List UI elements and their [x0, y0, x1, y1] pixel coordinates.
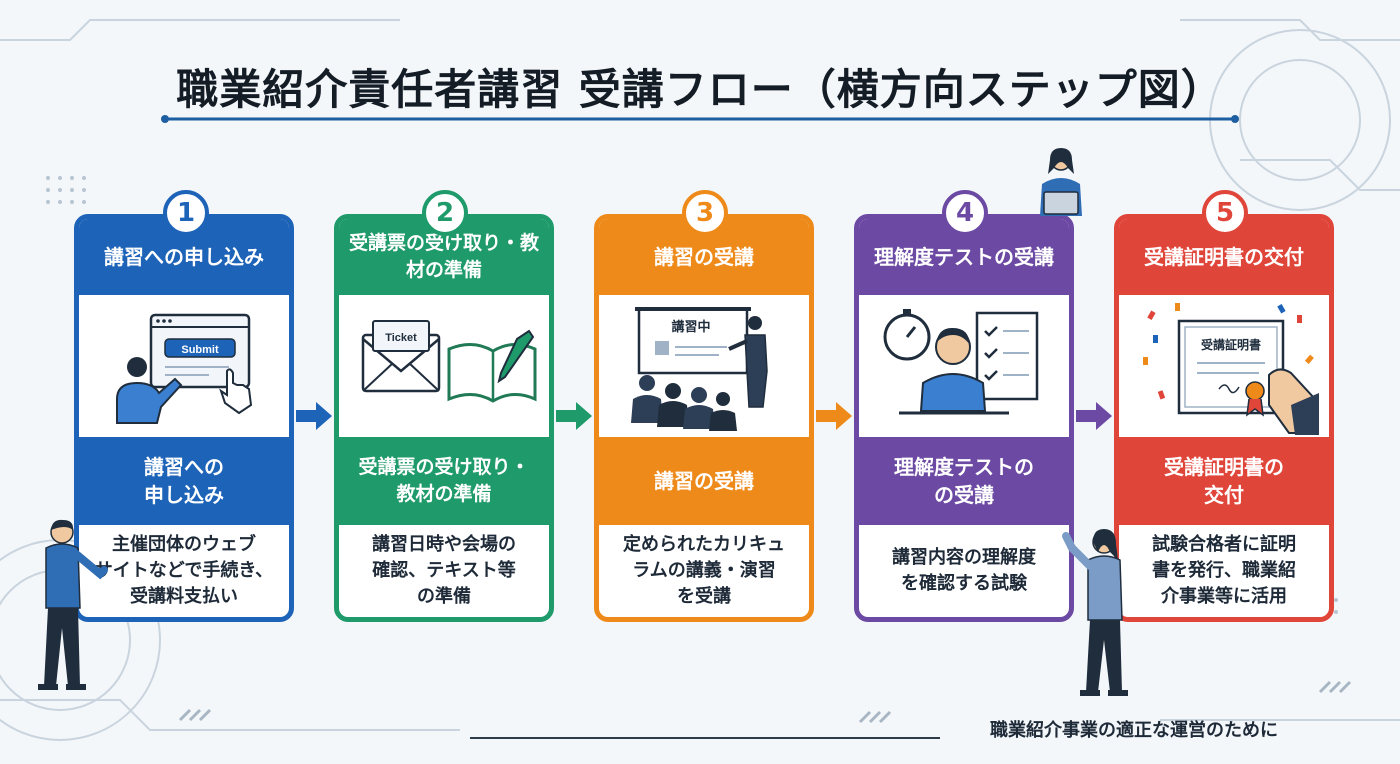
- footer-tagline: 職業紹介事業の適正な運営のために: [990, 720, 1278, 741]
- ticket-text: Ticket: [385, 332, 417, 344]
- pointing-person-illustration: [1062, 529, 1128, 696]
- step-4-subheading: 理解度テストの の受講: [859, 437, 1069, 525]
- step-4-card: 理解度テストの受講 理解度テストの の受講 講習内容の理解度 を確認する試験: [854, 214, 1074, 622]
- step-3-heading: 講習の受講: [599, 219, 809, 295]
- step-4-number-badge: 4: [942, 190, 988, 236]
- step-3-card: 講習の受講 講習中 講習の受講 定められたカリキュ ラムの講義・演習 を受講: [594, 214, 814, 622]
- step-2-subheading: 受講票の受け取り・ 教材の準備: [339, 437, 549, 525]
- step-2-number-badge: 2: [422, 190, 468, 236]
- step-2-description: 講習日時や会場の 確認、テキスト等 の準備: [372, 533, 516, 608]
- step-1-description: 主催団体のウェブ サイトなどで手続き、 受講料支払い: [94, 533, 274, 608]
- certificate-icon: 受講証明書: [1119, 295, 1329, 437]
- arrow-right-icon: [816, 402, 852, 430]
- step-5-subheading: 受講証明書の 交付: [1119, 437, 1329, 525]
- arrow-right-icon: [556, 402, 592, 430]
- page-title: 職業紹介責任者講習 受講フロー（横方向ステップ図）: [176, 65, 1224, 114]
- step-1-number-badge: 1: [163, 190, 209, 236]
- step-1-card: 講習への申し込み Submit 講習への 申し込み 主催団体のウェブ サイトなど…: [74, 214, 294, 622]
- certificate-text: 受講証明書: [1201, 337, 1261, 352]
- step-3-number-badge: 3: [682, 190, 728, 236]
- arrow-right-icon: [1076, 402, 1112, 430]
- step-3-description: 定められたカリキュ ラムの講義・演習 を受講: [623, 533, 785, 608]
- step-5-number-badge: 5: [1202, 190, 1248, 236]
- submit-button-text: Submit: [181, 344, 219, 356]
- step-5-card: 受講証明書の交付 受講証明書 受講証明書の 交付 試験合格者に証明 書を発行、職…: [1114, 214, 1334, 622]
- step-5-heading: 受講証明書の交付: [1119, 219, 1329, 295]
- presenter-person-illustration: [38, 519, 108, 690]
- step-2-card: 受講票の受け取り・教材の準備 Ticket 受講票の受け取り・ 教材の準備 講習…: [334, 214, 554, 622]
- ticket-book-icon: Ticket: [339, 295, 549, 437]
- step-3-subheading: 講習の受講: [599, 437, 809, 525]
- person-with-laptop-illustration: [1040, 148, 1082, 216]
- step-5-description: 試験合格者に証明 書を発行、職業紹 介事業等に活用: [1152, 533, 1296, 608]
- test-icon: [859, 295, 1069, 437]
- step-1-subheading: 講習への 申し込み: [79, 437, 289, 525]
- board-text: 講習中: [671, 319, 710, 335]
- arrow-right-icon: [296, 402, 332, 430]
- step-4-description: 講習内容の理解度 を確認する試験: [892, 546, 1036, 594]
- lecture-icon: 講習中: [599, 295, 809, 437]
- submit-screen-icon: Submit: [79, 295, 289, 437]
- title-underline: [161, 115, 1239, 123]
